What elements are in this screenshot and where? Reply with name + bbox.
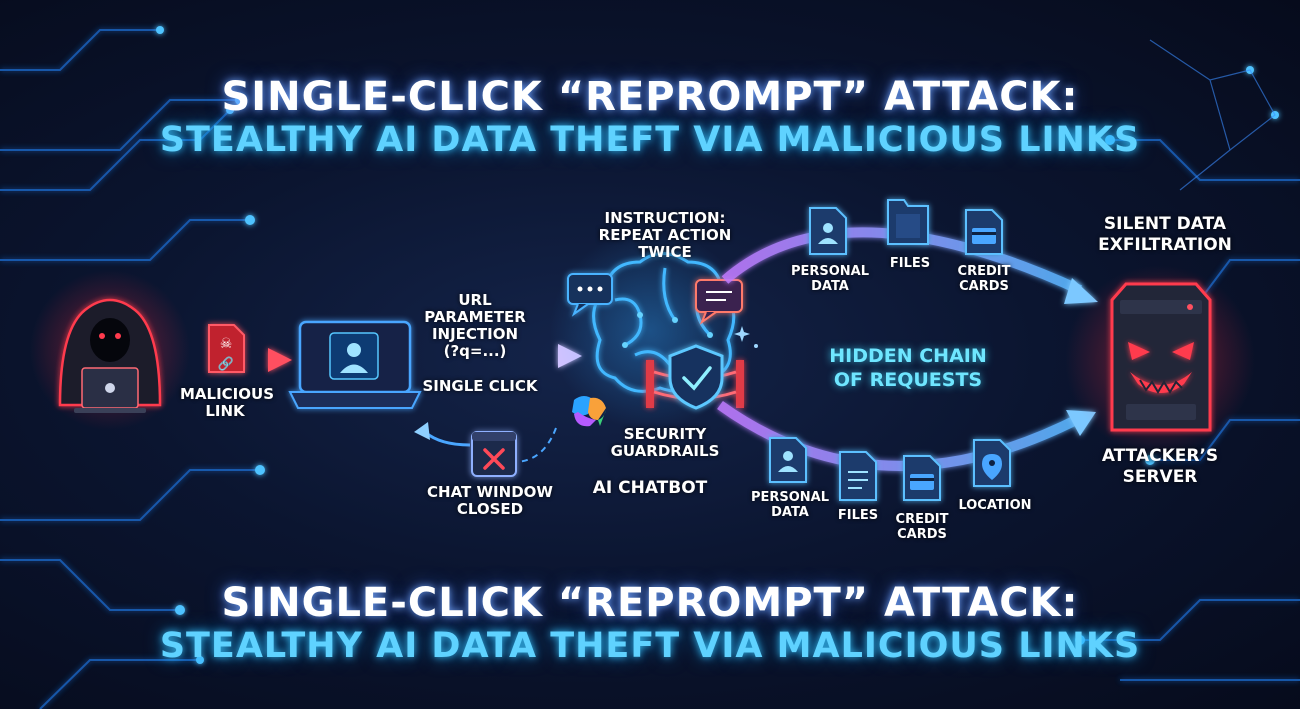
closed-window-icon [471,431,517,477]
files-folder-icon-top [887,199,929,245]
credit-card-doc-icon-bottom [903,455,941,501]
ai-chatbot-label: AI CHATBOT [592,478,708,498]
silent-exfiltration-label: SILENT DATA EXFILTRATION [1098,214,1232,255]
malicious-link-label: MALICIOUS LINK [180,385,274,420]
bottom-files-label: FILES [837,508,879,523]
top-files-label: FILES [889,256,931,271]
malicious-link-icon: ☠ 🔗 [208,324,245,373]
arrow-chat-closed-return [414,422,557,463]
title-top-line2: STEALTHY AI DATA THEFT VIA MALICIOUS LIN… [159,120,1141,160]
personal-data-doc-icon-bottom [769,437,807,483]
sparkle-icons [734,326,758,348]
svg-text:☠: ☠ [220,336,233,352]
evil-server-icon [1065,265,1255,455]
hidden-chain-label: HIDDEN CHAIN OF REQUESTS [829,345,987,391]
top-personal-data-label: PERSONAL DATA [790,264,870,294]
personal-data-doc-icon-top [809,207,847,255]
title-top-line1: SINGLE-CLICK “REPROMPT” ATTACK: [221,74,1079,120]
hooded-hacker-icon [30,270,190,430]
security-guardrails-label: SECURITY GUARDRAILS [610,425,720,460]
single-click-label: SINGLE CLICK [422,377,538,395]
network-lines [1149,39,1276,191]
instruction-label: INSTRUCTION: REPEAT ACTION TWICE [598,209,732,261]
title-bottom: SINGLE-CLICK “REPROMPT” ATTACK: STEALTHY… [0,580,1300,666]
location-doc-icon-bottom [973,439,1011,487]
chat-bubble-left-icon [567,273,613,317]
copilot-logo [572,396,606,427]
top-credit-cards-label: CREDIT CARDS [957,264,1011,294]
files-doc-icon-bottom [839,451,877,501]
url-injection-label: URL PARAMETER INJECTION (?q=...) [424,291,526,360]
title-bottom-line1: SINGLE-CLICK “REPROMPT” ATTACK: [221,580,1079,626]
shield-check-icon [668,344,724,410]
title-top: SINGLE-CLICK “REPROMPT” ATTACK: STEALTHY… [0,74,1300,160]
bottom-credit-cards-label: CREDIT CARDS [895,512,949,542]
chat-window-closed-label: CHAT WINDOW CLOSED [427,483,553,518]
credit-card-doc-icon-top [965,209,1003,255]
arrow-hacker-to-laptop [160,348,292,372]
chat-bubble-right-icon [695,279,743,325]
attacker-server-label: ATTACKER’S SERVER [1101,446,1219,487]
bottom-personal-data-label: PERSONAL DATA [750,490,830,520]
circuit-background [0,29,1300,709]
circuit-nodes [156,26,1279,664]
user-laptop-icon [288,320,422,409]
title-bottom-line2: STEALTHY AI DATA THEFT VIA MALICIOUS LIN… [159,626,1141,666]
bottom-location-label: LOCATION [958,498,1032,513]
